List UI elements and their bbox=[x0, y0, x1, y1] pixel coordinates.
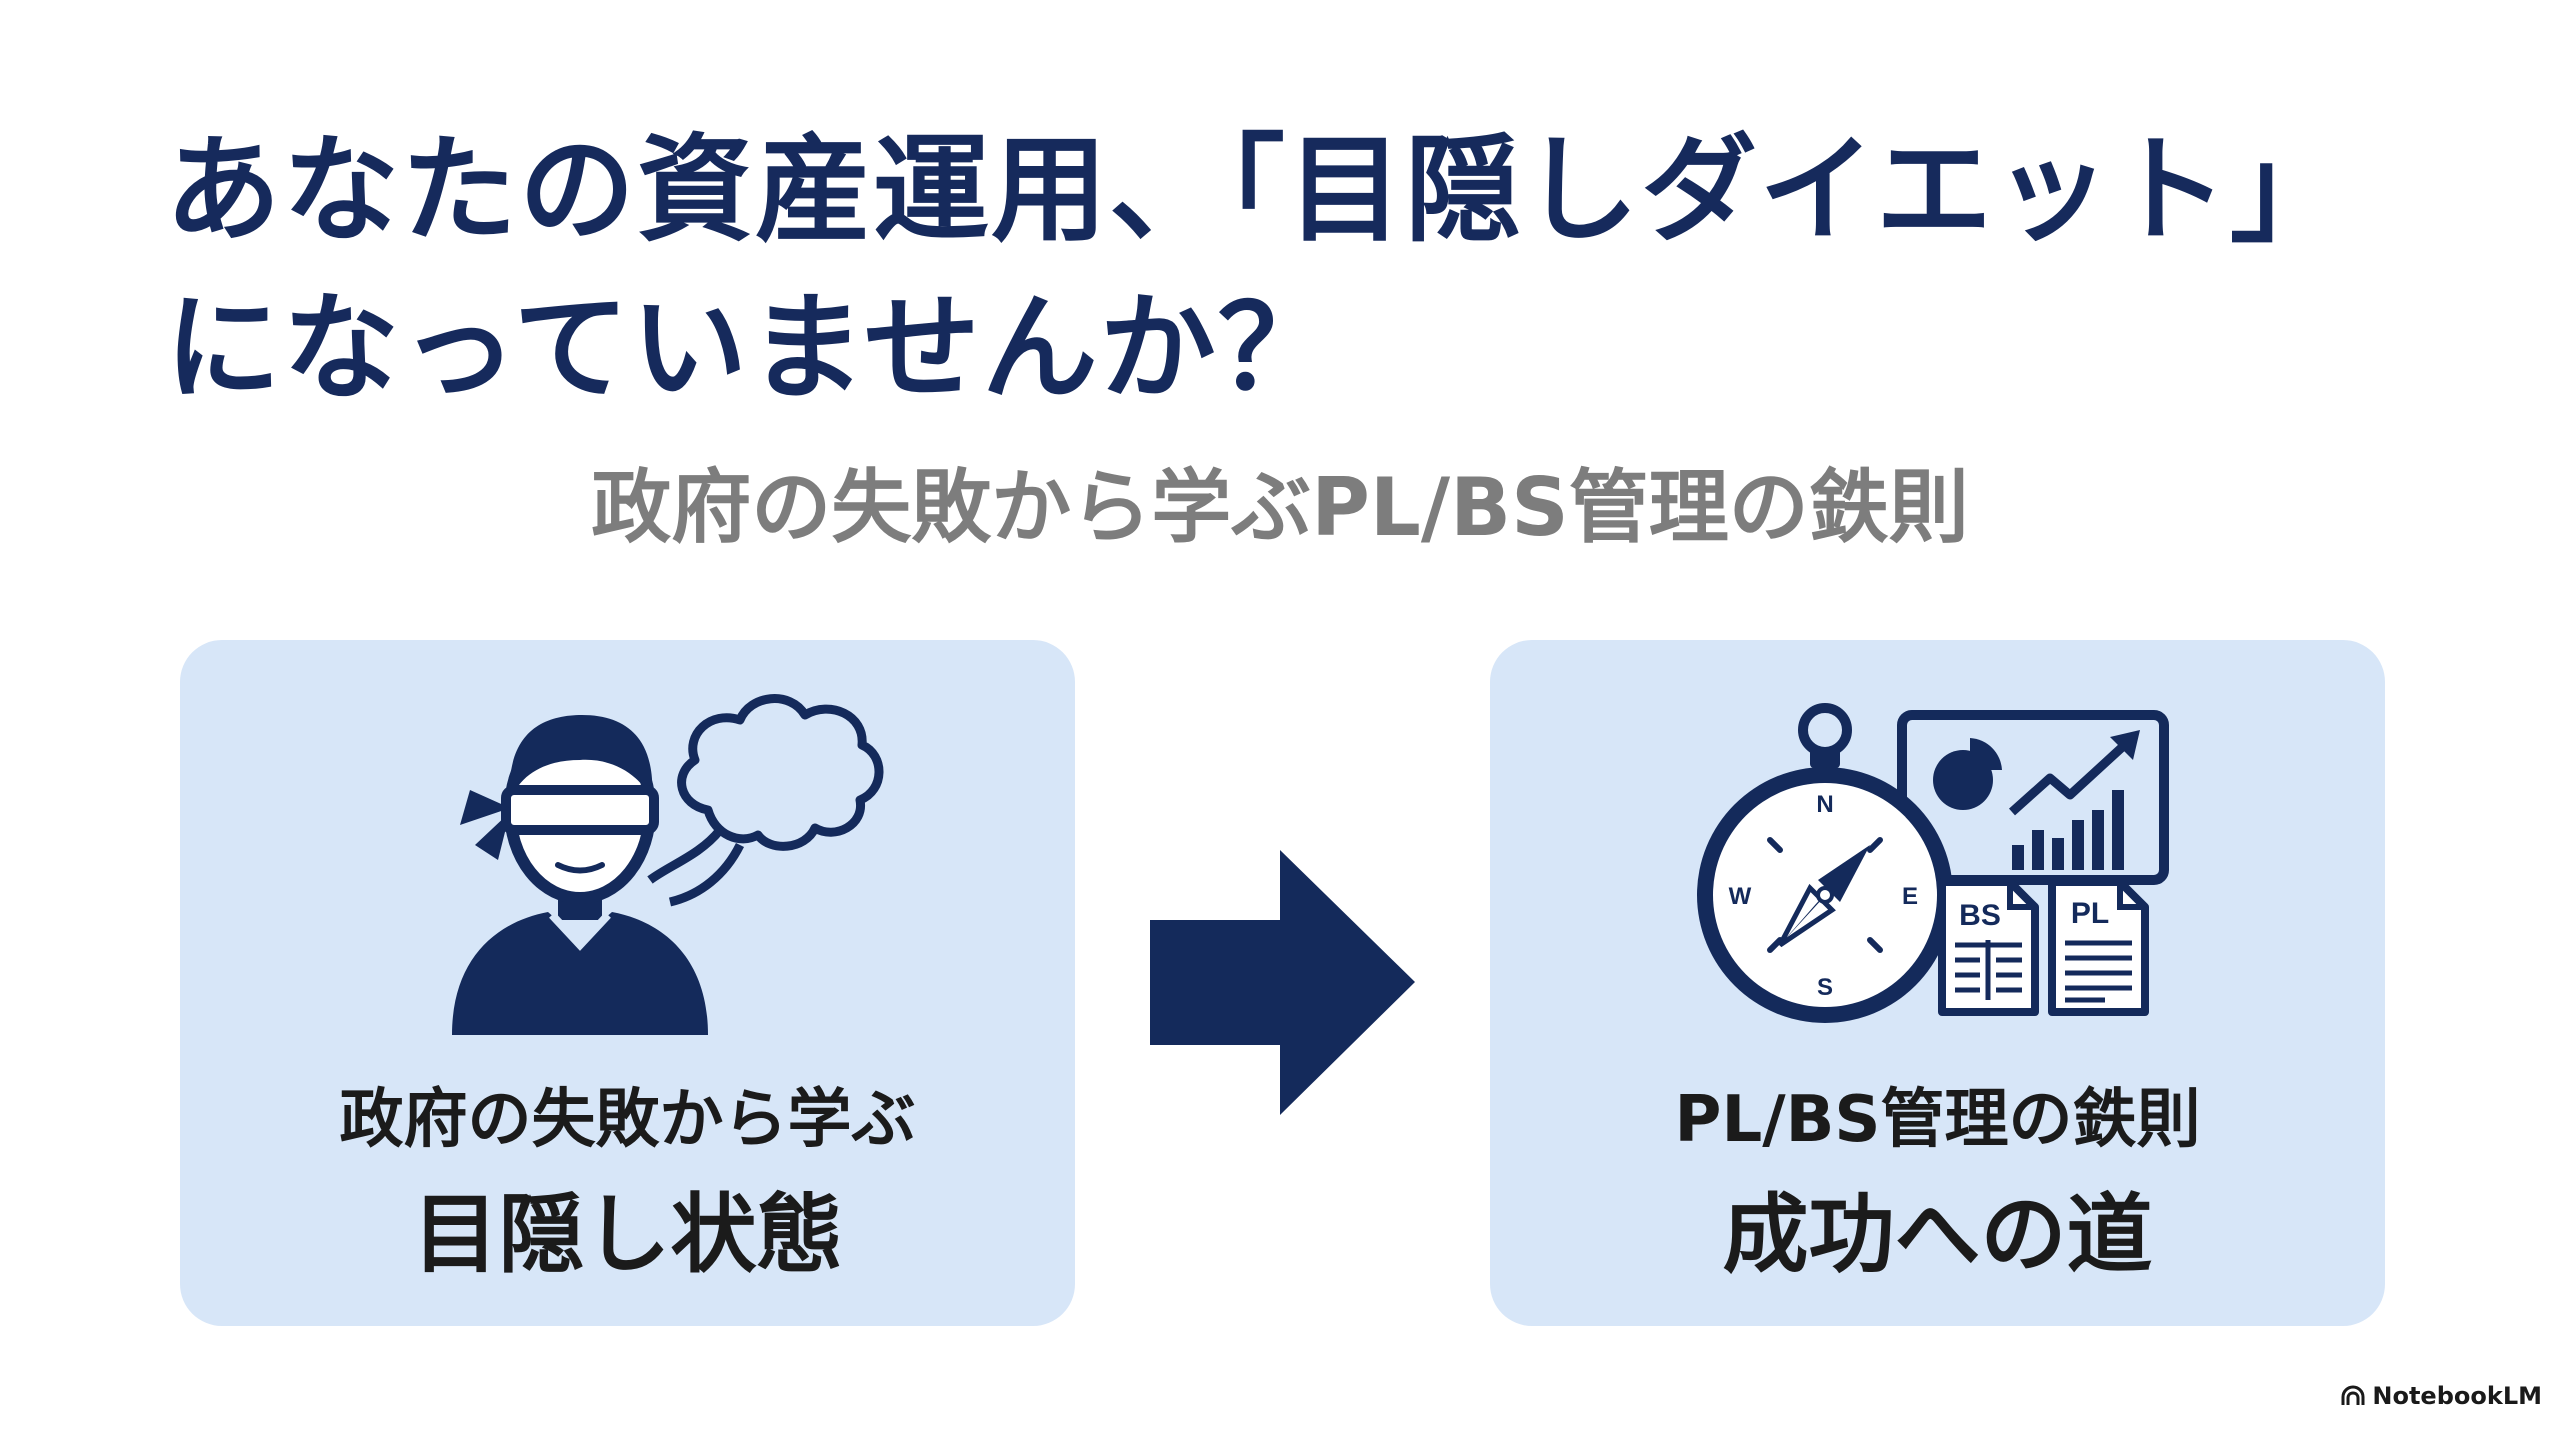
doc-bs-label: BS bbox=[1959, 899, 2001, 932]
compass-and-financial-reports-icon: N S W E BS bbox=[1697, 703, 2169, 1023]
slide-subtitle: 政府の失敗から学ぶPL/BS管理の鉄則 bbox=[591, 461, 1969, 554]
slide-title: あなたの資産運用、「目隠しダイエット」 になっていませんか？ bbox=[165, 112, 2465, 428]
left-card-small-label: 政府の失敗から学ぶ bbox=[339, 1083, 916, 1157]
brand-label: NotebookLM bbox=[2372, 1382, 2542, 1410]
right-card: N S W E BS bbox=[1490, 640, 2385, 1326]
compass-n-label: N bbox=[1816, 791, 1833, 818]
right-arrow-icon bbox=[1150, 850, 1415, 1115]
right-card-big-label: 成功への道 bbox=[1722, 1185, 2153, 1285]
compass-e-label: E bbox=[1902, 883, 1918, 910]
left-card-big-label: 目隠し状態 bbox=[412, 1185, 843, 1285]
blindfolded-person-icon bbox=[452, 694, 884, 1035]
notebooklm-logo-icon bbox=[2341, 1385, 2365, 1405]
compass-w-label: W bbox=[1729, 883, 1752, 910]
doc-pl-label: PL bbox=[2071, 897, 2109, 930]
notebooklm-brand: NotebookLM bbox=[2340, 1381, 2542, 1411]
title-line-1: あなたの資産運用、「目隠しダイエット」 bbox=[165, 123, 2348, 258]
left-card: 政府の失敗から学ぶ 目隠し状態 bbox=[180, 640, 1075, 1326]
compass-s-label: S bbox=[1817, 974, 1833, 1001]
right-card-small-label: PL/BS管理の鉄則 bbox=[1674, 1083, 2201, 1157]
title-line-2: になっていませんか？ bbox=[165, 281, 1336, 416]
